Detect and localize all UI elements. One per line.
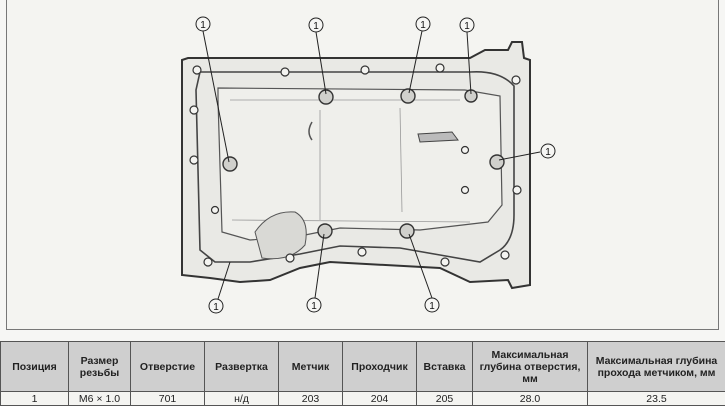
table-cell: 204 [343, 392, 417, 406]
svg-text:1: 1 [313, 21, 319, 32]
svg-text:1: 1 [420, 20, 426, 31]
bolt-hole [462, 187, 469, 194]
bolt-hole [212, 207, 219, 214]
header-cell: Развертка [205, 342, 279, 392]
header-cell: Отверстие [131, 342, 205, 392]
bolt-hole [190, 156, 198, 164]
callout-marker: 1 [425, 298, 439, 312]
spec-table: Позиция Размер резьбы Отверстие Развертк… [0, 341, 725, 406]
header-cell: Позиция [1, 342, 69, 392]
sump-outline [218, 88, 502, 240]
bolt-hole [361, 66, 369, 74]
table-cell: 23.5 [588, 392, 725, 406]
threaded-boss [490, 155, 504, 169]
svg-text:1: 1 [429, 301, 435, 312]
header-cell: Проходчик [343, 342, 417, 392]
table-cell: 205 [417, 392, 473, 406]
table-row: 1 M6 × 1.0 701 н/д 203 204 205 28.0 23.5 [1, 392, 725, 406]
svg-text:1: 1 [200, 20, 206, 31]
callout-marker: 1 [416, 17, 430, 31]
header-cell: Максимальная глубина отверстия, мм [473, 342, 588, 392]
svg-text:1: 1 [545, 147, 551, 158]
callout-marker: 1 [460, 18, 474, 32]
bolt-hole [441, 258, 449, 266]
header-cell: Вставка [417, 342, 473, 392]
bolt-hole [281, 68, 289, 76]
header-cell: Метчик [279, 342, 343, 392]
table-cell: M6 × 1.0 [69, 392, 131, 406]
callout-marker: 1 [196, 17, 210, 31]
threaded-boss [318, 224, 332, 238]
bolt-hole [190, 106, 198, 114]
threaded-boss [223, 157, 237, 171]
table-cell: 28.0 [473, 392, 588, 406]
table-cell: 701 [131, 392, 205, 406]
callout-marker: 1 [209, 299, 223, 313]
callout-marker: 1 [541, 144, 555, 158]
bolt-hole [286, 254, 294, 262]
threaded-boss [400, 224, 414, 238]
bolt-hole [204, 258, 212, 266]
table-cell: 203 [279, 392, 343, 406]
bolt-hole [358, 248, 366, 256]
bolt-hole [436, 64, 444, 72]
threaded-boss [401, 89, 415, 103]
bolt-hole [462, 147, 469, 154]
callout-marker: 1 [307, 298, 321, 312]
bracket [418, 132, 458, 142]
svg-text:1: 1 [311, 301, 317, 312]
callout-marker: 1 [309, 18, 323, 32]
table-cell: 1 [1, 392, 69, 406]
bolt-hole [512, 76, 520, 84]
header-cell: Размер резьбы [69, 342, 131, 392]
bolt-hole [193, 66, 201, 74]
bolt-hole [513, 186, 521, 194]
svg-text:1: 1 [464, 21, 470, 32]
header-cell: Максимальная глубина прохода метчиком, м… [588, 342, 725, 392]
oil-pan-diagram: 1 1 1 1 1 1 1 [0, 0, 725, 330]
table-header-row: Позиция Размер резьбы Отверстие Развертк… [1, 342, 725, 392]
table-cell: н/д [205, 392, 279, 406]
bolt-hole [501, 251, 509, 259]
svg-text:1: 1 [213, 302, 219, 313]
